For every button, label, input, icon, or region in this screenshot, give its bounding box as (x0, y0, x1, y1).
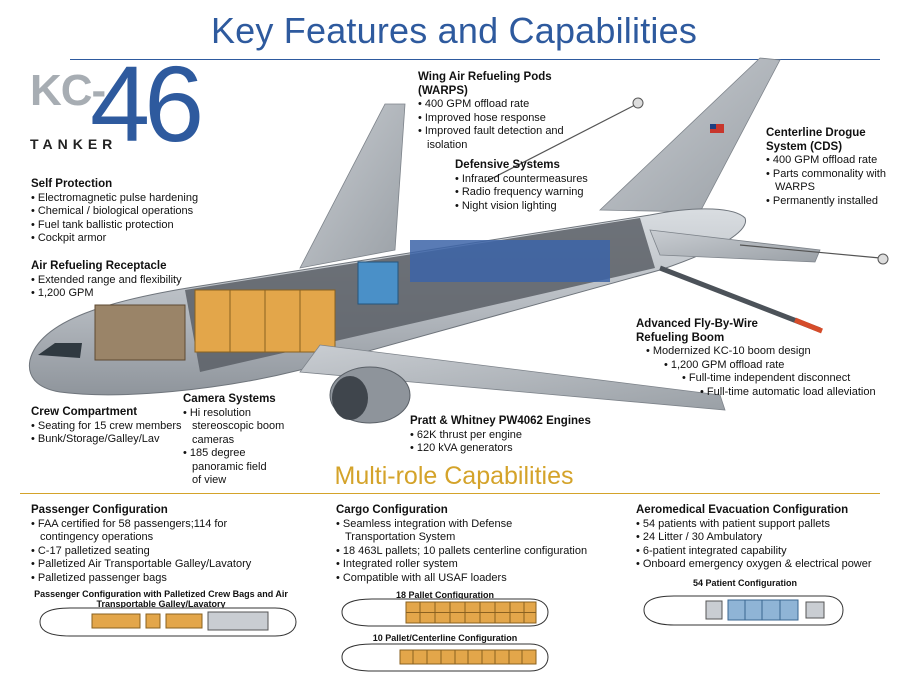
section-item: 6-patient integrated capability (636, 545, 896, 559)
callout-item: 1,200 GPM (31, 287, 221, 301)
blue-container (357, 261, 399, 305)
section-item: C-17 palletized seating (31, 545, 291, 559)
callout-item: Modernized KC-10 boom design (646, 345, 886, 359)
callout-item: Chemical / biological operations (31, 205, 221, 219)
callout-heading: Wing Air Refueling Pods (WARPS) (418, 71, 552, 97)
callout-engines: Pratt & Whitney PW4062 Engines 62K thrus… (410, 415, 610, 456)
callout-heading: Defensive Systems (455, 159, 560, 171)
page-title: Key Features and Capabilities (210, 10, 698, 51)
callout-warps: Wing Air Refueling Pods (WARPS) 400 GPM … (418, 71, 588, 152)
warps-drogue (632, 97, 644, 109)
callout-cds: Centerline Drogue System (CDS) 400 GPM o… (766, 127, 894, 208)
cargo-18-floorplan (341, 598, 549, 627)
logo-tanker: TANKER (30, 136, 118, 152)
section-item: Palletized passenger bags (31, 572, 291, 586)
upper-wing (299, 103, 406, 269)
multirole-rule (20, 493, 880, 494)
section-heading: Passenger Configuration (31, 504, 168, 516)
section-item: Onboard emergency oxygen & electrical po… (636, 558, 896, 572)
lower-wing (299, 344, 726, 411)
callout-item: Cockpit armor (31, 232, 221, 246)
callout-heading: Centerline Drogue System (CDS) (766, 127, 866, 153)
engine-inlet (332, 376, 368, 420)
logo-number: 46 (90, 43, 204, 164)
horizontal-stabilizer (649, 229, 821, 263)
section-item: 18 463L pallets; 10 pallets centerline c… (336, 545, 596, 559)
crew-compartment (94, 304, 186, 361)
callout-item: Parts commonality with WARPS (766, 168, 894, 195)
callout-defensive: Defensive Systems Infrared countermeasur… (455, 159, 600, 213)
flag-icon (710, 124, 724, 133)
section-item: FAA certified for 58 passengers;114 for … (31, 518, 260, 545)
passenger-diagram-label: Passenger Configuration with Palletized … (34, 589, 288, 609)
callout-boom: Advanced Fly-By-Wire Refueling Boom Mode… (636, 318, 886, 399)
refueling-boom (659, 265, 821, 333)
cockpit-window (38, 343, 82, 358)
callout-item: Extended range and flexibility (31, 274, 221, 288)
callout-item: 120 kVA generators (410, 442, 610, 456)
callout-item: Full-time automatic load alleviation (700, 386, 886, 400)
section-item: 24 Litter / 30 Ambulatory (636, 531, 896, 545)
cargo-diagram-label-2: 10 Pallet/Centerline Configuration (372, 633, 518, 643)
callout-heading: Self Protection (31, 178, 113, 190)
callout-item: 185 degree panoramic field of view (183, 447, 272, 488)
callout-item: Improved fault detection and isolation (418, 125, 588, 152)
cargo-config: Cargo Configuration Seamless integration… (336, 504, 596, 585)
section-item: Compatible with all USAF loaders (336, 572, 596, 586)
callout-item: Bunk/Storage/Galley/Lav (31, 433, 191, 447)
callout-camera: Camera Systems Hi resolution stereoscopi… (183, 393, 293, 488)
callout-item: 62K thrust per engine (410, 429, 610, 443)
callout-heading: Advanced Fly-By-Wire Refueling Boom (636, 318, 758, 344)
section-item: Integrated roller system (336, 558, 596, 572)
passenger-floorplan (39, 607, 297, 637)
callout-item: Electromagnetic pulse hardening (31, 192, 221, 206)
callout-item: Infrared countermeasures (455, 173, 600, 187)
callout-receptacle: Air Refueling Receptacle Extended range … (31, 260, 221, 301)
cargo-10-floorplan (341, 643, 549, 672)
callout-crew: Crew Compartment Seating for 15 crew mem… (31, 406, 191, 447)
logo-kc: KC- (30, 66, 106, 115)
vertical-tail (599, 57, 781, 213)
cds-drogue (877, 253, 889, 265)
callout-item: Full-time independent disconnect (682, 372, 886, 386)
passenger-seats (410, 240, 610, 282)
section-heading: Aeromedical Evacuation Configuration (636, 504, 849, 516)
callout-item: Night vision lighting (455, 200, 600, 214)
callout-heading: Air Refueling Receptacle (31, 260, 167, 272)
callout-self-protection: Self Protection Electromagnetic pulse ha… (31, 178, 221, 246)
callout-heading: Pratt & Whitney PW4062 Engines (410, 415, 591, 427)
callout-item: Permanently installed (766, 195, 894, 209)
callout-item: 400 GPM offload rate (418, 98, 588, 112)
aeromedical-floorplan (643, 595, 844, 626)
section-item: Palletized Air Transportable Galley/Lava… (31, 558, 291, 572)
callout-heading: Crew Compartment (31, 406, 138, 418)
section-heading: Cargo Configuration (336, 504, 448, 516)
passenger-config: Passenger Configuration FAA certified fo… (31, 504, 291, 585)
callout-item: 400 GPM offload rate (766, 154, 894, 168)
section-item: Seamless integration with Defense Transp… (336, 518, 535, 545)
callout-heading: Camera Systems (183, 393, 276, 405)
cds-hose (739, 244, 881, 259)
callout-item: 1,200 GPM offload rate (664, 359, 886, 373)
title-rule (70, 59, 880, 60)
callout-item: Seating for 15 crew members (31, 420, 191, 434)
aeromedical-config: Aeromedical Evacuation Configuration 54 … (636, 504, 896, 572)
multirole-title: Multi-role Capabilities (334, 462, 574, 490)
cargo-diagram-label-1: 18 Pallet Configuration (395, 590, 494, 600)
section-item: 54 patients with patient support pallets (636, 518, 896, 532)
callout-item: Improved hose response (418, 112, 588, 126)
callout-item: Fuel tank ballistic protection (31, 219, 221, 233)
callout-item: Hi resolution stereoscopic boom cameras (183, 407, 293, 448)
aeromedical-diagram-label: 54 Patient Configuration (692, 578, 797, 588)
callout-item: Radio frequency warning (455, 186, 600, 200)
